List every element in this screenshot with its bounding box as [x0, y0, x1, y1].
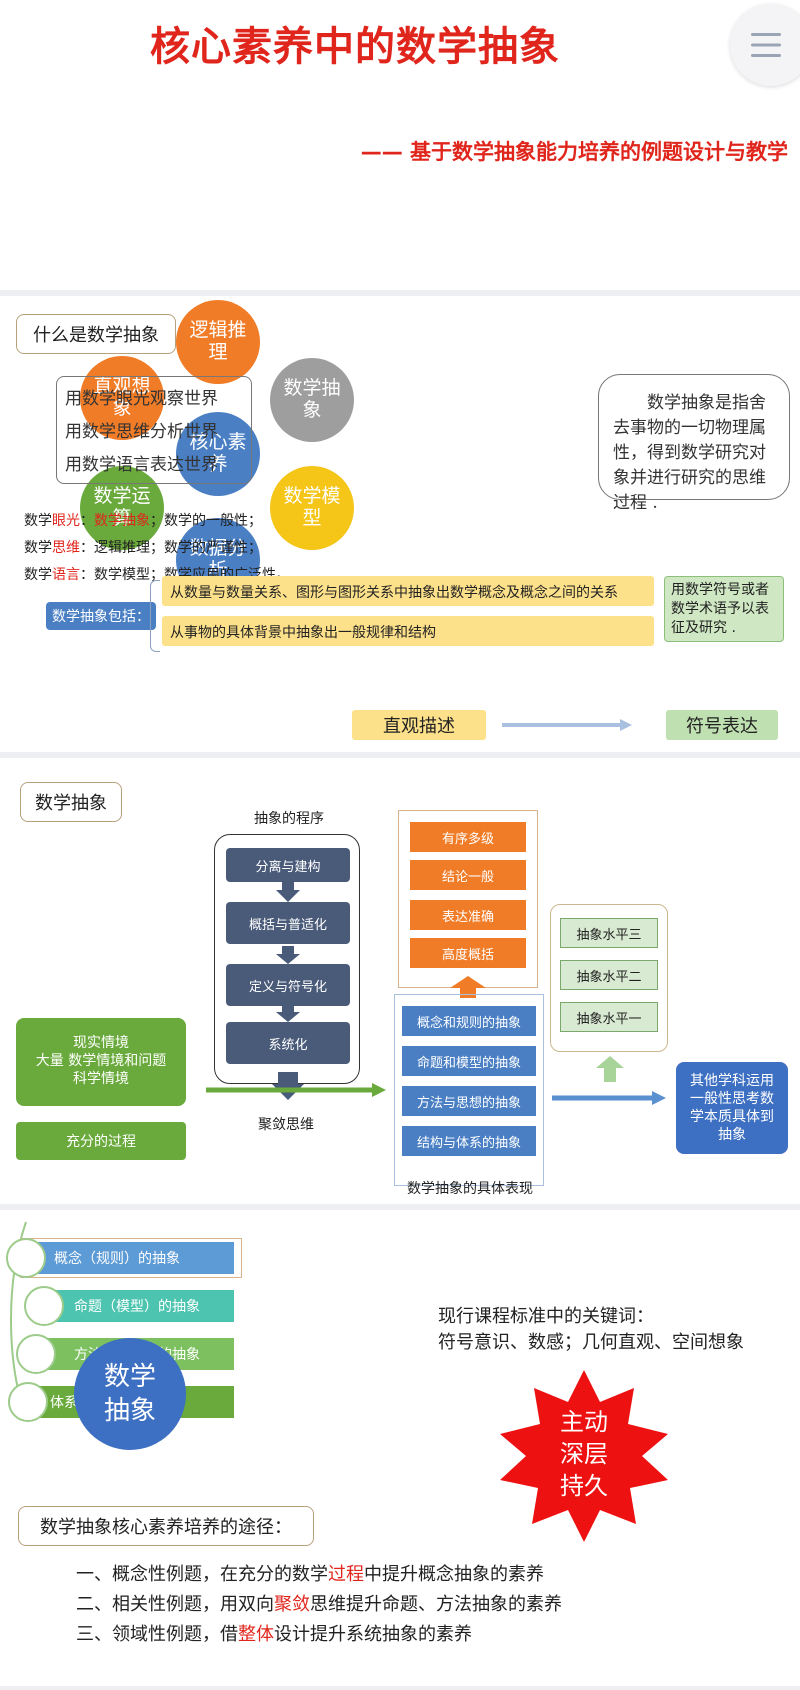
- layer-ring: [6, 1238, 46, 1278]
- feature-item: 表达准确: [410, 900, 526, 930]
- includes-bar-2: 从事物的具体背景中抽象出一般规律和结构: [162, 616, 654, 646]
- feature-item: 结论一般: [410, 860, 526, 890]
- section1-tag: 什么是数学抽象: [16, 314, 176, 354]
- section2-tag: 数学抽象: [20, 782, 122, 822]
- feature-item: 高度概括: [410, 938, 526, 968]
- procedure-title: 抽象的程序: [254, 811, 324, 827]
- circle-abstraction: 数学抽象: [270, 358, 354, 442]
- levels-frame: [550, 904, 668, 1052]
- expressions-frame: [394, 994, 544, 1186]
- expression-item: 方法与思想的抽象: [402, 1086, 536, 1116]
- star-text: 主动 深层 持久: [536, 1406, 632, 1502]
- section-paths: 概念（规则）的抽象 命题（模型）的抽象 方法（思想）的抽象 体系（结构）的抽象 …: [0, 1210, 800, 1686]
- layer-ring: [16, 1334, 56, 1374]
- circle-intuition: 直观想象: [80, 356, 164, 440]
- arrow-right-icon: [206, 1083, 386, 1097]
- layer-bar-2: 命题（模型）的抽象: [44, 1290, 234, 1322]
- keywords-title: 现行课程标准中的关键词：: [438, 1306, 654, 1327]
- hamburger-menu-icon: [751, 33, 781, 57]
- path-item: 二、相关性例题，用双向聚敛思维提升命题、方法抽象的素养: [76, 1594, 562, 1615]
- menu-button[interactable]: [730, 4, 800, 86]
- circle-operation: 数学运算: [80, 466, 164, 550]
- includes-bracket: [150, 580, 160, 652]
- intuitive-description: 直观描述: [352, 710, 486, 740]
- procedure-down-arrows: [276, 882, 300, 1022]
- procedure-step: 概括与普适化: [226, 902, 350, 944]
- includes-bar-1: 从数量与数量关系、图形与图形关系中抽象出数学概念及概念之间的关系: [162, 576, 654, 606]
- overlay-line: 用数学思维分析世界: [65, 422, 218, 442]
- overlay-lines-box: 用数学眼光观察世界 用数学思维分析世界 用数学语言表达世界: [56, 376, 252, 484]
- expressions-caption: 数学抽象的具体表现: [407, 1181, 533, 1197]
- aspect-row-thinking: 数学思维：逻辑推理；数学的严谨性；: [24, 540, 262, 556]
- star-line: 持久: [560, 1472, 608, 1500]
- procedure-output-arrow: [272, 1072, 304, 1100]
- section-what-is: 什么是数学抽象 逻辑推理 直观想象 数学抽象 核心素养 数学运算 数学模型 数据…: [0, 296, 800, 752]
- aspect-rows: 数学眼光：数学抽象；数学的一般性； 数学思维：逻辑推理；数学的严谨性； 数学语言…: [24, 508, 324, 589]
- level-item: 抽象水平三: [560, 918, 658, 948]
- level-item: 抽象水平一: [560, 1002, 658, 1032]
- center-circle: 数学抽象: [74, 1338, 186, 1450]
- page-subtitle: —— 基于数学抽象能力培养的例题设计与教学: [360, 140, 788, 164]
- level-item: 抽象水平二: [560, 960, 658, 990]
- paths-tag: 数学抽象核心素养培养的途径：: [18, 1506, 314, 1546]
- aspect-row-vision: 数学眼光：数学抽象；数学的一般性；: [24, 513, 262, 529]
- definition-box: 数学抽象是指舍去事物的一切物理属性，得到数学研究对象并进行研究的思维过程 .: [598, 374, 790, 513]
- situation-line: 科学情境: [73, 1071, 129, 1087]
- arrow-right-icon: [502, 719, 632, 731]
- circle-logic: 逻辑推理: [176, 300, 260, 384]
- feature-item: 有序多级: [410, 822, 526, 852]
- path-item: 三、领域性例题，借整体设计提升系统抽象的素养: [76, 1624, 472, 1645]
- arrow-up-icon: [596, 1056, 624, 1082]
- other-subjects-box: 其他学科运用一般性思考数学本质具体到抽象: [676, 1062, 788, 1154]
- paths-list: 一、概念性例题，在充分的数学过程中提升概念抽象的素养 二、相关性例题，用双向聚敛…: [76, 1560, 776, 1650]
- section-abstraction: 数学抽象 抽象的程序 分离与建构 概括与普适化 定义与符号化 系统化 现实情境 …: [0, 758, 800, 1204]
- page-title: 核心素养中的数学抽象: [150, 24, 560, 70]
- path-item: 一、概念性例题，在充分的数学过程中提升概念抽象的素养: [76, 1564, 544, 1585]
- layer-ring: [8, 1382, 48, 1422]
- layer-ring: [24, 1286, 64, 1326]
- expression-item: 结构与体系的抽象: [402, 1126, 536, 1156]
- header-panel: 核心素养中的数学抽象 —— 基于数学抽象能力培养的例题设计与教学: [0, 0, 800, 290]
- star-line: 深层: [560, 1440, 608, 1468]
- symbolic-expression: 符号表达: [666, 710, 778, 740]
- overlay-line: 用数学眼光观察世界: [65, 389, 218, 409]
- overlay-line: 用数学语言表达世界: [65, 455, 218, 475]
- convergent-label: 聚敛思维: [258, 1117, 314, 1133]
- procedure-step: 系统化: [226, 1022, 350, 1064]
- expression-item: 命题和模型的抽象: [402, 1046, 536, 1076]
- full-process-box: 充分的过程: [16, 1122, 186, 1160]
- circle-model: 数学模型: [270, 466, 354, 550]
- procedure-step: 分离与建构: [226, 848, 350, 882]
- procedure-step: 定义与符号化: [226, 964, 350, 1006]
- star-line: 主动: [560, 1408, 608, 1436]
- includes-label: 数学抽象包括：: [46, 602, 156, 630]
- arrow-up-icon: [450, 976, 486, 998]
- situation-line: 大量 数学情境和问题: [35, 1053, 167, 1069]
- situation-box: 现实情境 大量 数学情境和问题 科学情境: [16, 1018, 186, 1106]
- expression-item: 概念和规则的抽象: [402, 1006, 536, 1036]
- layer-bar-1: 概念（规则）的抽象: [26, 1242, 234, 1274]
- arrow-right-icon: [552, 1091, 666, 1105]
- situation-line: 现实情境: [73, 1035, 129, 1051]
- star-badge: [500, 1370, 668, 1542]
- side-note-box: 用数学符号或者数学术语予以表征及研究 .: [664, 576, 784, 642]
- keywords-text: 符号意识、数感；几何直观、空间想象: [438, 1332, 744, 1353]
